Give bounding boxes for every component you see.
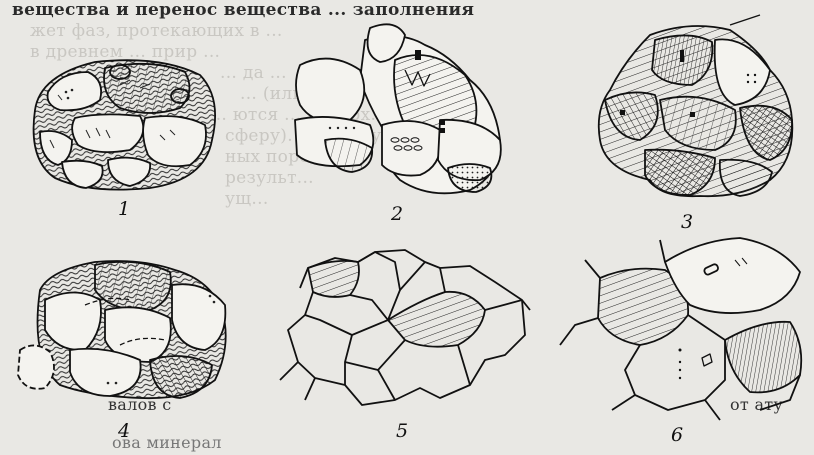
figure-number-6: 6 [671, 424, 683, 446]
figure-number-4: 4 [118, 420, 130, 442]
figure-4 [18, 261, 226, 398]
figure-2 [295, 24, 501, 193]
figure-number-1: 1 [118, 198, 130, 220]
figure-number-5: 5 [396, 420, 408, 442]
figure-5 [280, 250, 530, 405]
figure-6 [560, 238, 801, 420]
figure-number-3: 3 [681, 211, 693, 233]
figure-number-2: 2 [391, 203, 403, 225]
figure-1 [34, 60, 216, 189]
figure-3 [599, 15, 793, 196]
